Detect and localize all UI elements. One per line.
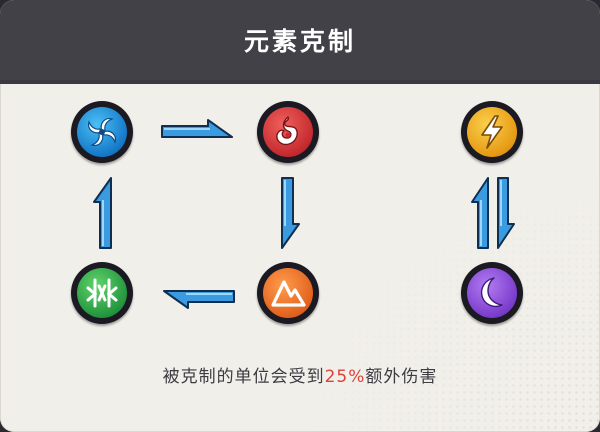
header-divider bbox=[0, 80, 600, 84]
crescent-moon-icon bbox=[480, 277, 503, 308]
dot-pattern bbox=[300, 172, 600, 432]
arrow-wood-to-wind bbox=[93, 177, 112, 249]
arrow-thunder-moon-mutual bbox=[471, 177, 515, 249]
fire-rune-icon bbox=[276, 116, 298, 146]
wood-glyph-icon bbox=[86, 278, 118, 308]
fire-element bbox=[257, 101, 319, 163]
damage-note-suffix: 额外伤害 bbox=[365, 367, 438, 387]
arrow-earth-to-wood bbox=[163, 290, 235, 309]
arrow-wind-to-fire bbox=[161, 119, 233, 138]
panel-title: 元素克制 bbox=[243, 27, 356, 56]
thunder-element bbox=[461, 101, 523, 163]
mountain-icon bbox=[271, 280, 306, 307]
arrow-fire-to-earth bbox=[281, 177, 300, 249]
damage-bonus-value: 25% bbox=[324, 367, 366, 387]
wood-element bbox=[71, 262, 133, 324]
damage-note: 被克制的单位会受到25%额外伤害 bbox=[0, 362, 600, 387]
wind-element bbox=[71, 101, 133, 163]
damage-note-prefix: 被克制的单位会受到 bbox=[162, 367, 325, 387]
panel-header: 元素克制 bbox=[0, 0, 600, 80]
earth-element bbox=[257, 262, 319, 324]
wind-swirl-icon bbox=[88, 118, 116, 146]
moon-element bbox=[461, 262, 523, 324]
lightning-icon bbox=[481, 115, 503, 149]
